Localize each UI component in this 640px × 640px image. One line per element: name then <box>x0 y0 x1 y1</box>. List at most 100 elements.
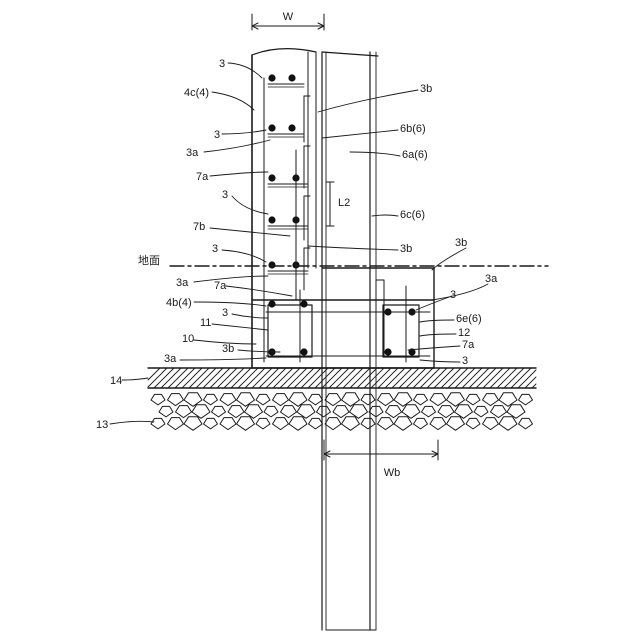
gravel-stone <box>378 418 394 430</box>
gravel-stone <box>289 393 307 407</box>
leader-line <box>194 302 266 306</box>
footing-rebar-dot <box>300 300 307 307</box>
linework <box>110 14 548 630</box>
rebar-3-dot <box>268 261 275 268</box>
label-panel-6e: 6e(6) <box>456 313 482 325</box>
label-rebar-3b: 3b <box>455 237 467 249</box>
gravel-stone <box>151 418 165 429</box>
rebar-3-dot <box>268 74 275 81</box>
gravel-stone <box>499 393 517 407</box>
label-panel-6a: 6a(6) <box>402 149 428 161</box>
gravel-stone <box>483 394 499 406</box>
leader-line <box>420 360 460 362</box>
footing-rebar-dot <box>268 300 275 307</box>
label-rebar-3a: 3a <box>176 277 189 289</box>
ground-level-label: 地面 <box>138 254 160 267</box>
label-panel-6b: 6b(6) <box>400 123 426 135</box>
gravel-stone <box>176 406 192 418</box>
leader-line <box>232 314 268 318</box>
leader-line <box>432 248 466 270</box>
gravel-stone <box>361 394 375 405</box>
wall-break-line <box>252 49 316 55</box>
label-slab-14: 14 <box>110 375 122 387</box>
footing-rebar-dot <box>300 348 307 355</box>
gravel-stone <box>237 393 255 407</box>
gravel-stone <box>474 406 488 417</box>
gravel-stone <box>273 394 289 406</box>
gravel-stone <box>297 405 315 419</box>
label-rebar-3b: 3b <box>400 243 412 255</box>
leader-line <box>226 286 292 296</box>
rebar-3-dot <box>268 174 275 181</box>
label-bar-7a: 7a <box>214 280 227 292</box>
rebar-3-dot <box>268 216 275 223</box>
gravel-stone <box>414 394 428 405</box>
gravel-stone <box>342 393 360 407</box>
label-rebar-3: 3 <box>212 243 218 255</box>
gravel-stone <box>519 394 533 405</box>
leader-line <box>194 276 268 282</box>
leader-line <box>204 140 270 152</box>
gravel-stone <box>168 418 184 430</box>
label-rebar-3b: 3b <box>222 343 234 355</box>
gravel-stone <box>507 405 525 419</box>
leader-line <box>232 196 268 214</box>
label-panel-6c: 6c(6) <box>400 209 425 221</box>
gravel-stone <box>466 394 480 405</box>
footing-rebar-dot <box>384 348 391 355</box>
gravel-stone <box>422 406 436 417</box>
leader-line <box>212 324 268 330</box>
label-bar-7a: 7a <box>462 339 475 351</box>
gravel-stone <box>212 406 226 417</box>
gravel-stone <box>309 394 323 405</box>
label-rebar-3a: 3a <box>164 353 177 365</box>
gravel-stone <box>333 406 349 418</box>
gravel-stone <box>455 405 473 419</box>
gravel-stone <box>342 417 360 431</box>
gravel-stone <box>519 418 533 429</box>
gravel-stone <box>204 394 218 405</box>
gravel-stone <box>184 393 202 407</box>
gravel-stone <box>394 393 412 407</box>
gravel-stone <box>151 394 165 405</box>
gravel-stone <box>309 418 323 429</box>
label-rebar-3: 3 <box>450 289 456 301</box>
callout-labels: L2W地面Wb34c(4)3b36b(6)3a6a(6)7a36c(6)7b33… <box>96 11 498 479</box>
gravel-stone <box>273 418 289 430</box>
leader-line <box>110 421 154 424</box>
label-wall-4c: 4c(4) <box>184 87 209 99</box>
slab-hatch <box>525 377 536 388</box>
gravel-stone <box>168 394 184 406</box>
gravel-stone <box>483 418 499 430</box>
gravel-stone <box>350 405 368 419</box>
leader-line <box>180 358 266 360</box>
label-part-10: 10 <box>182 333 194 345</box>
label-bar-7b: 7b <box>193 221 205 233</box>
gravel-stone <box>245 405 263 419</box>
gravel-stone <box>378 394 394 406</box>
leader-line <box>212 92 254 110</box>
rebar-3-dot <box>288 124 295 131</box>
gravel-stone <box>325 418 341 430</box>
leader-line <box>222 250 266 262</box>
gravel-stone <box>402 405 420 419</box>
leader-line <box>318 90 418 112</box>
leader-line <box>420 334 456 336</box>
label-part-11: 11 <box>200 317 211 329</box>
gravel-stone <box>361 418 375 429</box>
leader-line <box>420 320 454 322</box>
gravel-stone <box>447 393 465 407</box>
gravel-stone <box>414 418 428 429</box>
gravel-stone <box>386 406 402 418</box>
gravel-stone <box>394 417 412 431</box>
gravel-stone <box>220 394 236 406</box>
dim-wb-label: Wb <box>384 467 401 479</box>
label-rebar-3a: 3a <box>485 273 498 285</box>
leader-line <box>350 152 400 156</box>
gravel-stone <box>466 418 480 429</box>
label-rebar-3: 3 <box>462 355 468 367</box>
label-footing-4b: 4b(4) <box>166 297 192 309</box>
gravel-stone <box>491 406 507 418</box>
